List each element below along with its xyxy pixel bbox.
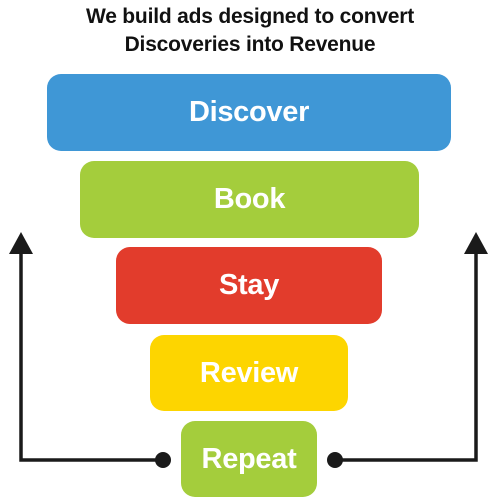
title-line-1: We build ads designed to convert xyxy=(85,5,415,28)
stage-stay: Stay xyxy=(116,247,382,324)
stage-discover-label: Discover xyxy=(188,96,310,128)
stage-stay-label: Stay xyxy=(218,269,280,301)
left-connector-dot xyxy=(155,452,171,468)
title-line-2: Discoveries into Revenue xyxy=(124,33,376,56)
diagram-title: We build ads designed to convert Discove… xyxy=(0,3,500,59)
stage-book: Book xyxy=(80,161,419,238)
stage-book-label: Book xyxy=(213,183,286,215)
right-arrow-head-icon xyxy=(464,232,488,254)
left-arrow-head-icon xyxy=(9,232,33,254)
stage-repeat: Repeat xyxy=(181,421,317,497)
stage-review: Review xyxy=(150,335,348,411)
right-connector-dot xyxy=(327,452,343,468)
stage-discover: Discover xyxy=(47,74,451,151)
stage-review-label: Review xyxy=(199,356,299,389)
stage-repeat-label: Repeat xyxy=(201,442,297,475)
